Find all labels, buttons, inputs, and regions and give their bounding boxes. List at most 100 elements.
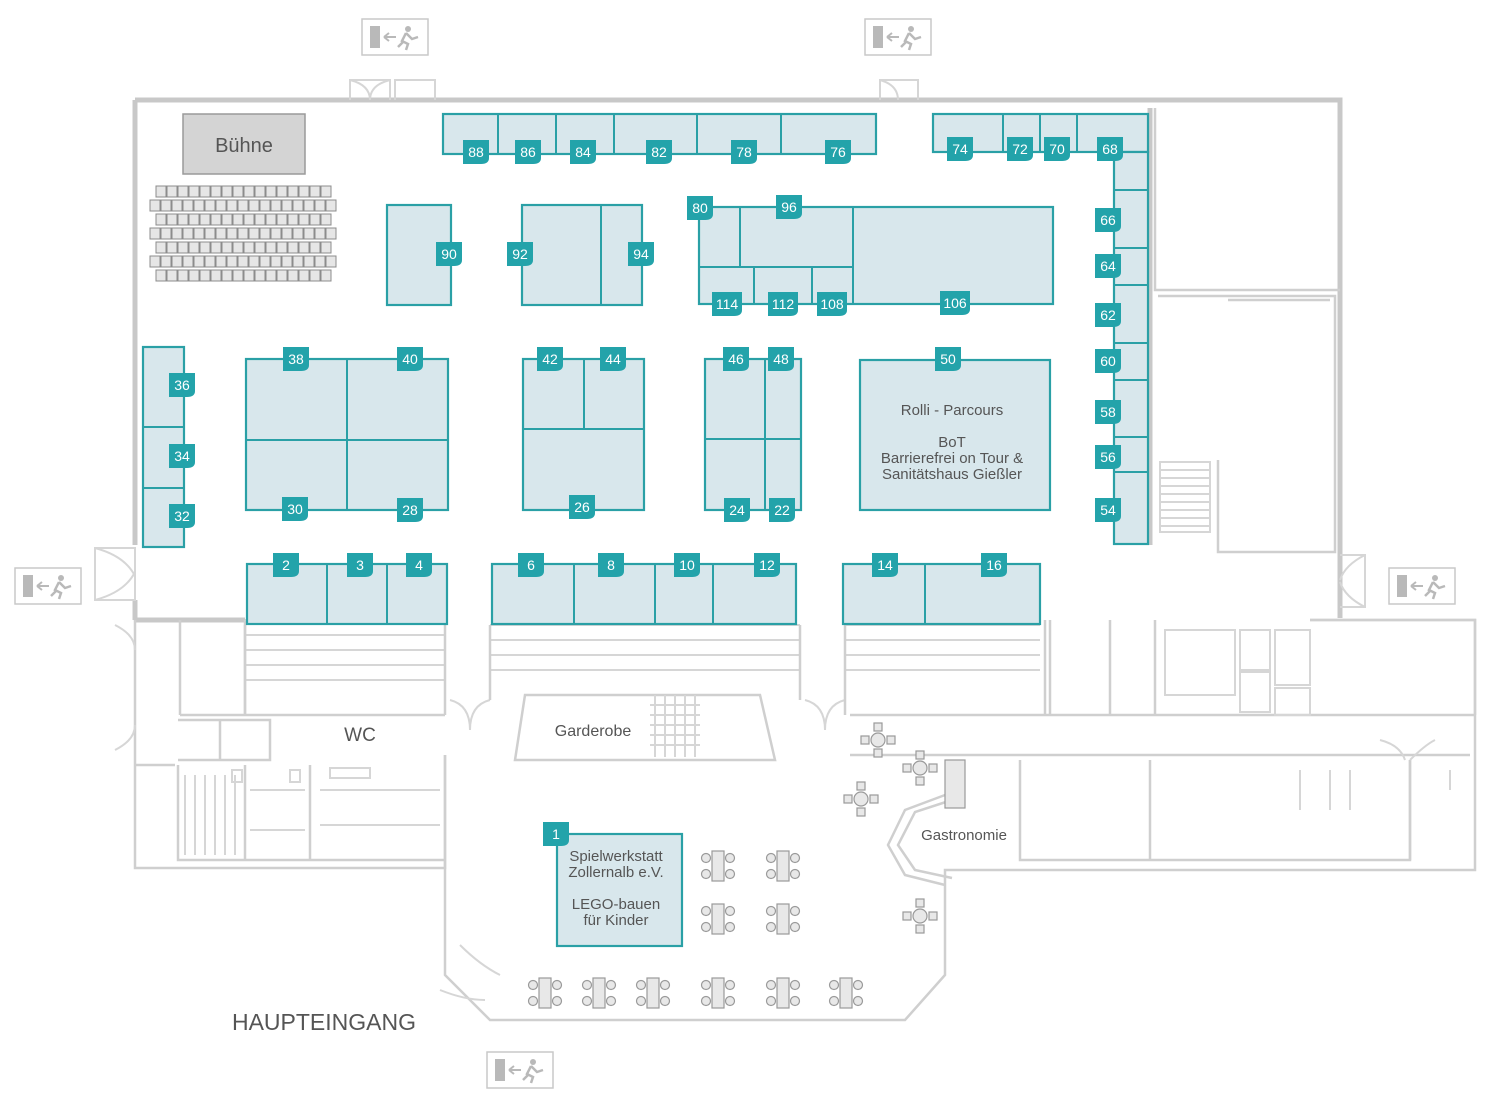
booth-number-badge: 32: [169, 504, 195, 528]
booth-number: 2: [282, 557, 290, 573]
booth-number: 58: [1100, 404, 1116, 420]
booth-number: 36: [174, 377, 190, 393]
booth-number: 86: [520, 144, 536, 160]
booth-number-badge: 6: [518, 553, 544, 577]
booth-number-badge: 10: [674, 553, 700, 577]
booth-number: 1: [552, 826, 560, 842]
booth-number: 108: [820, 296, 844, 312]
booth-number-badge: 88: [463, 140, 489, 164]
booth-number-badge: 8: [598, 553, 624, 577]
booth-number-badge: 14: [872, 553, 898, 577]
booth-number: 50: [940, 351, 956, 367]
booth-number-badge: 90: [436, 242, 462, 266]
booth-number-badge: 48: [768, 347, 794, 371]
chair-row-icon: [149, 185, 337, 282]
rolli-line1: Rolli - Parcours: [901, 402, 1004, 419]
booth-number-badge: 62: [1095, 303, 1121, 327]
booth-number: 106: [943, 295, 967, 311]
stage: Bühne: [182, 113, 306, 175]
booth-number-badge: 78: [731, 140, 757, 164]
spielwerkstatt-line3: LEGO-bauen: [572, 896, 660, 913]
booth-number: 40: [402, 351, 418, 367]
booth-number: 64: [1100, 258, 1116, 274]
booth-number-badge: 58: [1095, 400, 1121, 424]
emergency-exit-icon: [361, 18, 429, 56]
booth-number: 32: [174, 508, 190, 524]
rolli-line2: BoT: [938, 434, 966, 451]
booth-number-badge: 22: [769, 498, 795, 522]
emergency-exit-icon: [1388, 567, 1456, 605]
booth-number-badge: 112: [768, 292, 798, 316]
gastronomy-label: Gastronomie: [921, 827, 1007, 844]
booth-number: 4: [415, 557, 423, 573]
booth-number-badge: 28: [397, 498, 423, 522]
booth-number: 70: [1049, 141, 1065, 157]
rolli-line3: Barrierefrei on Tour &: [881, 450, 1023, 467]
booth-number-badge: 3: [347, 553, 373, 577]
booth-number: 12: [759, 557, 775, 573]
booth-number: 80: [692, 200, 708, 216]
spielwerkstatt-booth-text: Spielwerkstatt Zollernalb e.V. LEGO-baue…: [568, 848, 663, 929]
booth-number: 38: [288, 351, 304, 367]
booth-number: 68: [1102, 141, 1118, 157]
booth-number-badge: 26: [569, 495, 595, 519]
booth-number: 6: [527, 557, 535, 573]
booth-number: 62: [1100, 307, 1116, 323]
spielwerkstatt-line4: für Kinder: [583, 912, 648, 929]
cloakroom-label: Garderobe: [555, 723, 632, 740]
booth-number: 42: [542, 351, 558, 367]
booth-number: 34: [174, 448, 190, 464]
booth-number: 8: [607, 557, 615, 573]
spielwerkstatt-line1: Spielwerkstatt: [569, 848, 663, 865]
booth-number: 56: [1100, 449, 1116, 465]
booth-number-badge: 108: [817, 292, 847, 316]
booth-number: 88: [468, 144, 484, 160]
booth-number-badge: 44: [600, 347, 626, 371]
booth-number-badge: 24: [724, 498, 750, 522]
booth-number-badge: 4: [406, 553, 432, 577]
emergency-exit-icon: [14, 567, 82, 605]
booth-number-badge: 1: [543, 822, 569, 846]
booth-number-badge: 70: [1044, 137, 1070, 161]
booth-number: 44: [605, 351, 621, 367]
booth-number: 96: [781, 199, 797, 215]
booth-number-badge: 68: [1097, 137, 1123, 161]
booth-number: 22: [774, 502, 790, 518]
booth-number: 82: [651, 144, 667, 160]
booth-number-badge: 12: [754, 553, 780, 577]
booth-number-badge: 16: [981, 553, 1007, 577]
booth-number: 78: [736, 144, 752, 160]
booth-number-badge: 66: [1095, 208, 1121, 232]
booth-number: 112: [772, 296, 795, 312]
booth-number: 74: [952, 141, 968, 157]
booth-number-badge: 76: [825, 140, 851, 164]
booth-number-badge: 92: [507, 242, 533, 266]
booth-number: 94: [633, 246, 649, 262]
booth-number: 84: [575, 144, 591, 160]
rolli-parcours-booth-text: Rolli - Parcours BoT Barrierefrei on Tou…: [881, 402, 1023, 483]
booth-number-badge: 56: [1095, 445, 1121, 469]
booth-number: 16: [986, 557, 1002, 573]
booth-number-badge: 114: [712, 292, 742, 316]
booth-number-badge: 84: [570, 140, 596, 164]
rolli-line4: Sanitätshaus Gießler: [882, 466, 1022, 483]
booth-number-badge: 80: [687, 196, 713, 220]
booth-number-badge: 86: [515, 140, 541, 164]
booths: [141, 112, 1150, 948]
table-icon: [527, 722, 938, 1009]
booth-number: 3: [356, 557, 364, 573]
booth-number: 14: [877, 557, 893, 573]
booth-number: 92: [512, 246, 528, 262]
booth-number: 76: [830, 144, 846, 160]
booth-number: 26: [574, 499, 590, 515]
booth-number-badge: 30: [282, 497, 308, 521]
booth-number: 10: [679, 557, 695, 573]
booth-number-badge: 60: [1095, 349, 1121, 373]
booth-number: 66: [1100, 212, 1116, 228]
booth-number-badge: 40: [397, 347, 423, 371]
booth-number-badge: 72: [1007, 137, 1033, 161]
wc-label: WC: [344, 725, 376, 746]
booth-number-badge: 38: [283, 347, 309, 371]
booth-number-badge: 54: [1095, 498, 1121, 522]
